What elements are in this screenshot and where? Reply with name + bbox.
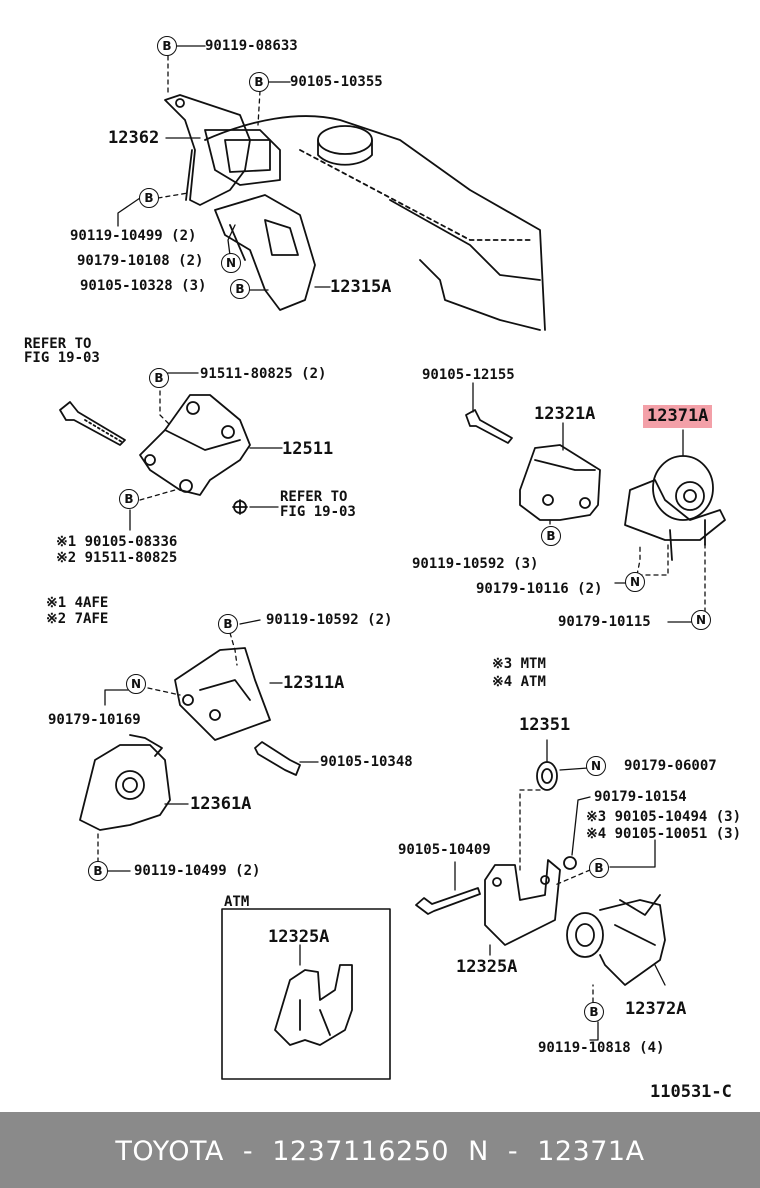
label-star2: ※2 91511-80825 — [56, 550, 178, 566]
bolt-left — [59, 401, 126, 446]
tag-b7: B — [541, 526, 561, 546]
label-90105-10348: 90105-10348 — [320, 754, 413, 770]
label-90179-06007: 90179-06007 — [624, 758, 717, 774]
label-90105-10409: 90105-10409 — [398, 842, 491, 858]
label-90119-10499-top: 90119-10499 (2) — [70, 228, 197, 244]
label-90119-10592-2: 90119-10592 (2) — [266, 612, 393, 628]
label-star1: ※1 90105-08336 — [56, 534, 178, 550]
label-90179-10169: 90179-10169 — [48, 712, 141, 728]
label-90105-10355: 90105-10355 — [290, 74, 383, 90]
mount-12372a — [566, 894, 666, 986]
label-90119-10592-3: 90119-10592 (3) — [412, 556, 539, 572]
atm-inset-frame — [221, 908, 391, 1080]
tag-b9: B — [88, 861, 108, 881]
bolt-90105-10348 — [254, 741, 301, 776]
label-star4: ※4 90105-10051 (3) — [586, 826, 742, 842]
label-90105-10328: 90105-10328 (3) — [80, 278, 207, 294]
label-90179-10115: 90179-10115 — [558, 614, 651, 630]
tag-n3: N — [691, 610, 711, 630]
diagram-artwork — [59, 45, 726, 1080]
bracket-12311a — [174, 647, 271, 741]
mount-12371a — [624, 455, 726, 561]
label-12362: 12362 — [108, 128, 160, 148]
nut-star3 — [563, 856, 577, 870]
label-12361a: 12361A — [190, 794, 252, 814]
bracket-12362 — [164, 94, 281, 206]
label-refer-to-2a: REFER TO — [280, 489, 348, 505]
tag-n2: N — [625, 572, 645, 592]
label-12511: 12511 — [282, 439, 334, 459]
tag-b4: B — [230, 279, 250, 299]
atm-inset-part-label: 12325A — [268, 927, 330, 947]
label-90119-08633: 90119-08633 — [205, 38, 298, 54]
label-12325a: 12325A — [456, 957, 518, 977]
label-refer-to-1b: FIG 19-03 — [24, 350, 100, 366]
footer-part-number: TOYOTA - 1237116250 N - 12371A — [115, 1136, 645, 1167]
bracket-12325a — [484, 859, 561, 946]
bracket-12321a — [519, 444, 601, 521]
footer-bar — [0, 1112, 760, 1188]
label-12315a: 12315A — [330, 277, 392, 297]
figure-code: 110531-C — [650, 1082, 732, 1102]
label-12351: 12351 — [519, 715, 571, 735]
label-refer-to-1a: REFER TO — [24, 336, 92, 352]
label-12371a-highlight: 12371A — [643, 405, 713, 428]
mount-12361a — [79, 734, 171, 831]
label-90179-10116: 90179-10116 (2) — [476, 581, 603, 597]
label-refer-to-2b: FIG 19-03 — [280, 504, 356, 520]
bushing-12351 — [536, 761, 558, 791]
note-7afe: ※2 7AFE — [46, 611, 109, 627]
label-90119-10818: 90119-10818 (4) — [538, 1040, 665, 1056]
atm-bracket-12325a — [274, 964, 353, 1046]
note-4afe: ※1 4AFE — [46, 595, 109, 611]
label-90179-10108: 90179-10108 (2) — [77, 253, 204, 269]
tag-n5: N — [586, 756, 606, 776]
tag-b10: B — [589, 858, 609, 878]
bracket-12511 — [139, 394, 251, 496]
label-12321a: 12321A — [534, 404, 596, 424]
leader-lines — [97, 45, 706, 1041]
engine-block-outline — [204, 115, 546, 331]
label-90105-12155: 90105-12155 — [422, 367, 515, 383]
label-91511-80825: 91511-80825 (2) — [200, 366, 327, 382]
tag-b5: B — [149, 368, 169, 388]
tag-b11: B — [584, 1002, 604, 1022]
note-mtm: ※3 MTM — [492, 656, 546, 672]
label-90119-10499-bottom: 90119-10499 (2) — [134, 863, 261, 879]
atm-inset-title: ATM — [224, 894, 250, 910]
bolt-90105-12155 — [465, 409, 513, 444]
tag-b3: B — [139, 188, 159, 208]
label-90179-10154: 90179-10154 — [594, 789, 687, 805]
tag-b8: B — [218, 614, 238, 634]
label-12372a: 12372A — [625, 999, 687, 1019]
label-12311a: 12311A — [283, 673, 345, 693]
tag-b2: B — [249, 72, 269, 92]
tag-b1: B — [157, 36, 177, 56]
tag-n4: N — [126, 674, 146, 694]
tag-n1: N — [221, 253, 241, 273]
tag-b6: B — [119, 489, 139, 509]
note-atm: ※4 ATM — [492, 674, 546, 690]
bolt-90105-10409 — [415, 887, 481, 915]
label-star3: ※3 90105-10494 (3) — [586, 809, 742, 825]
